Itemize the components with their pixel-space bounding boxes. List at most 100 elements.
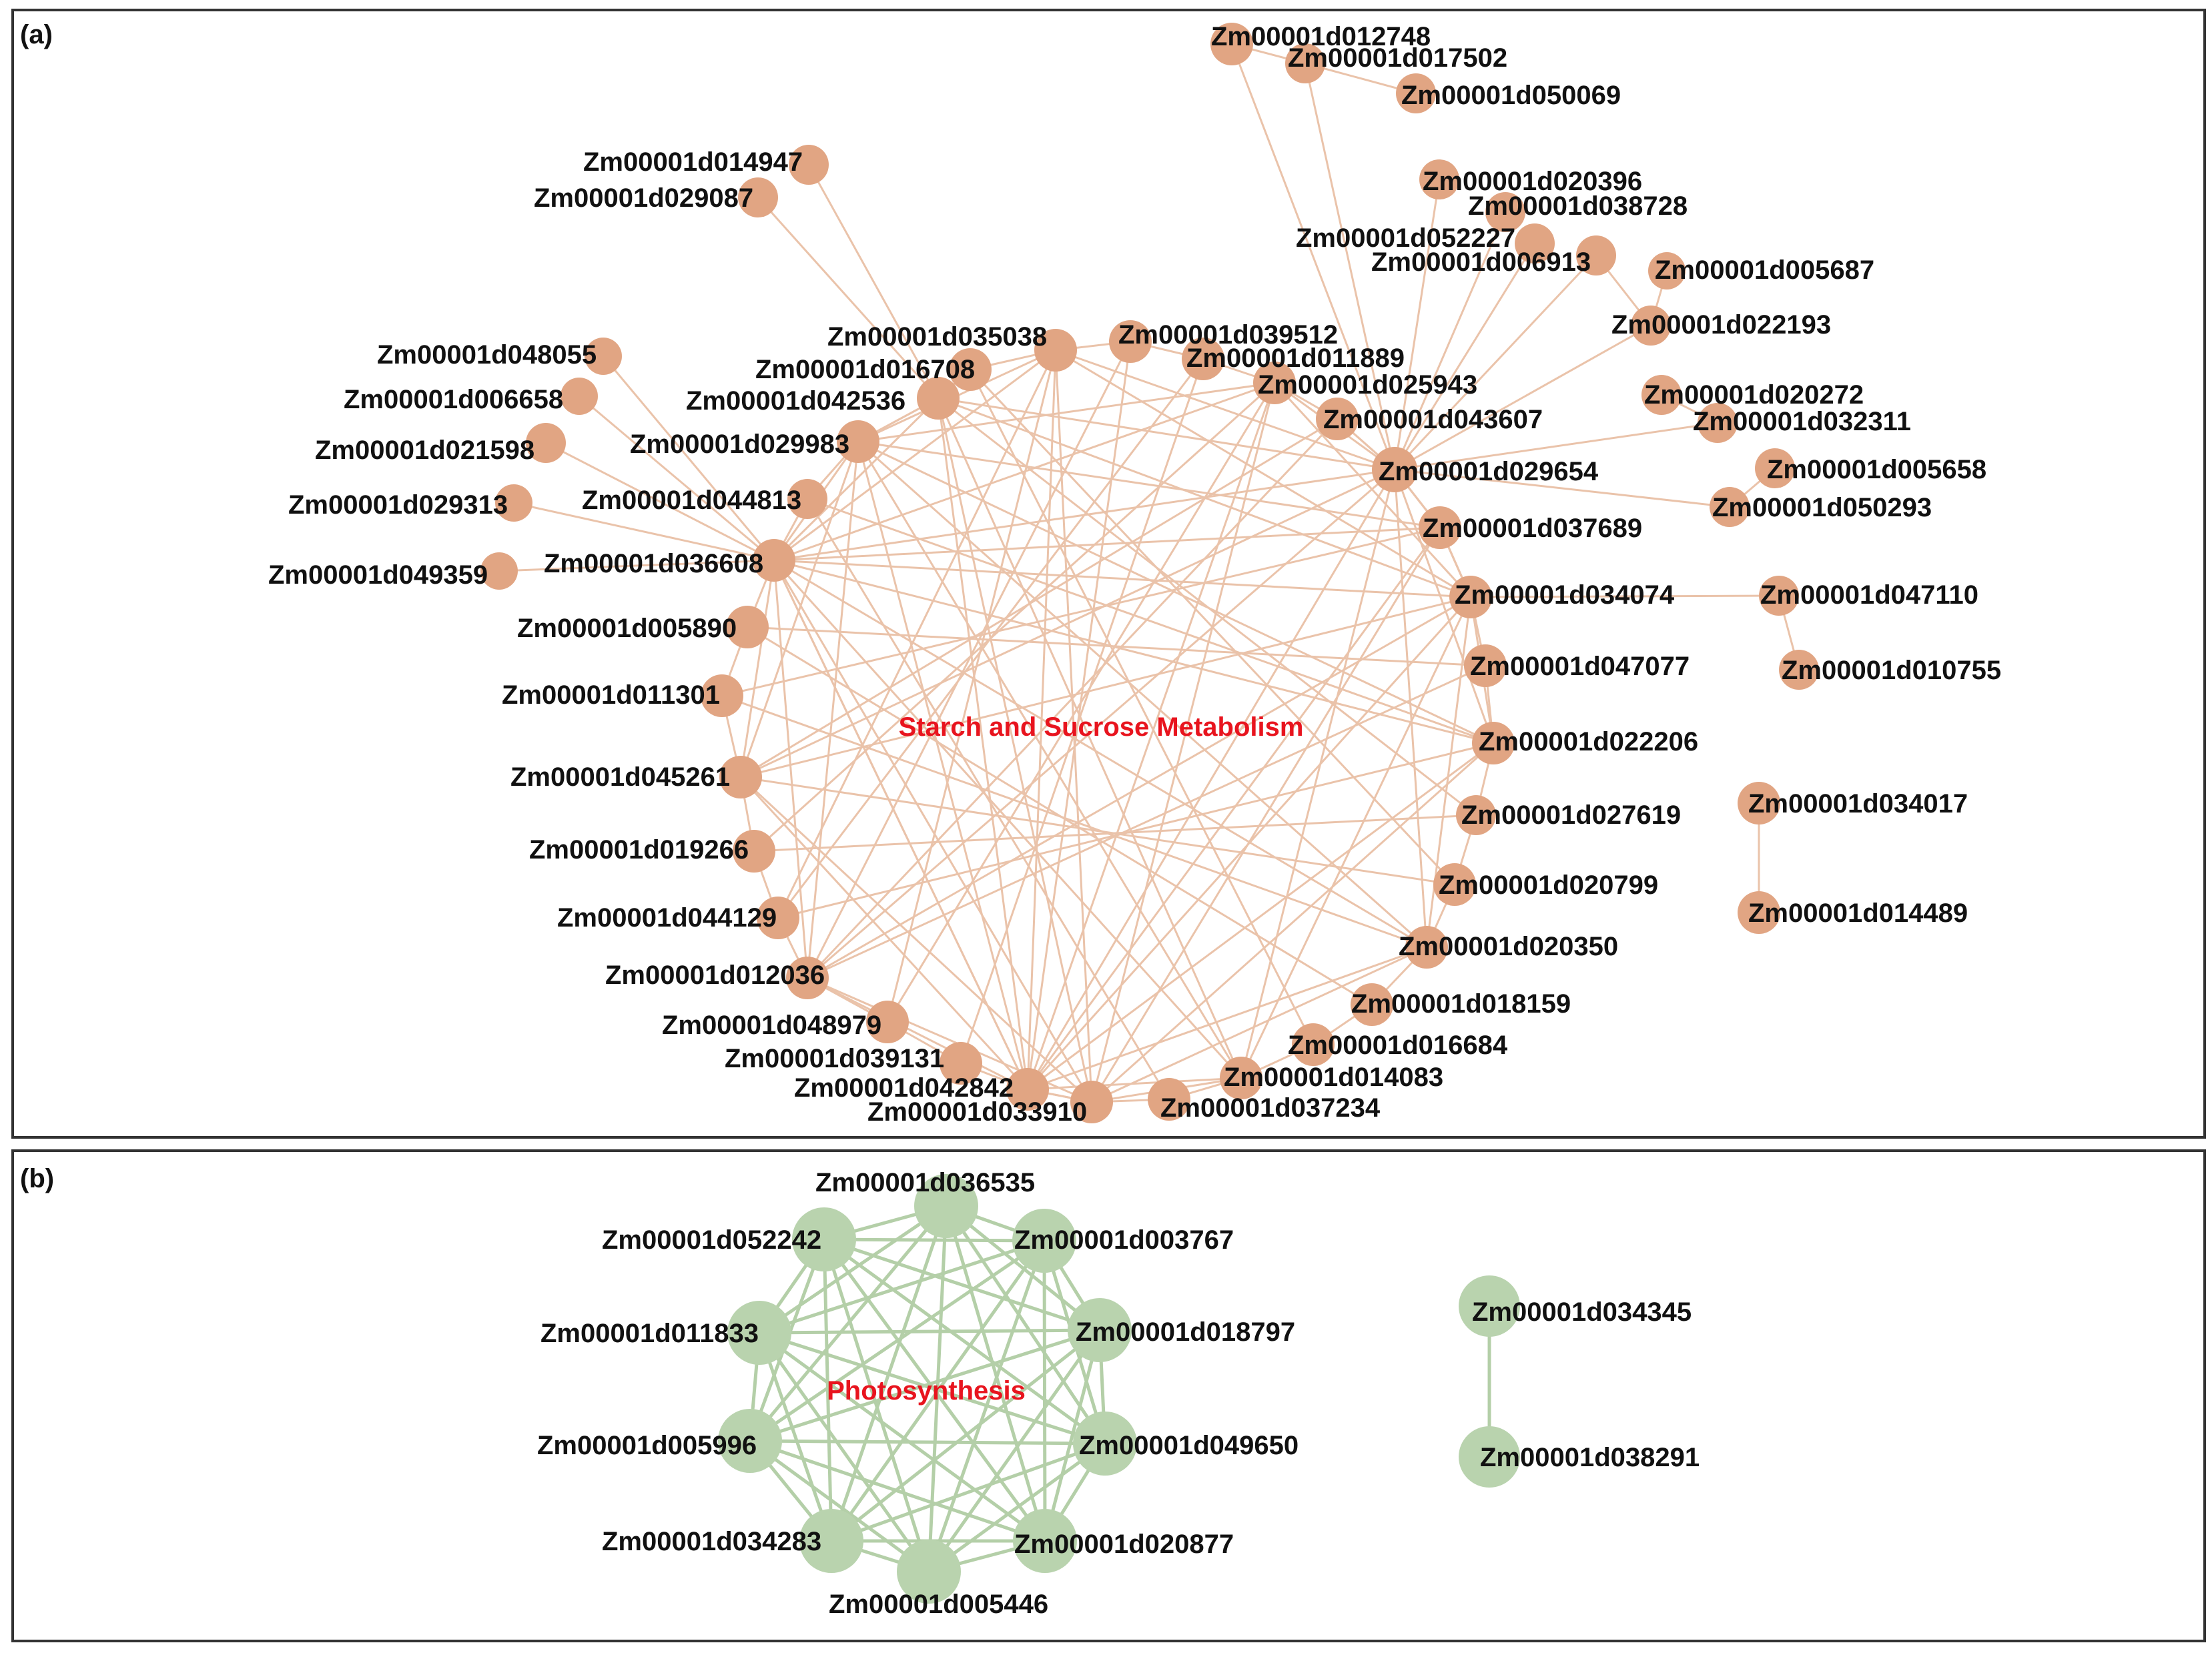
edge <box>1055 349 1471 598</box>
gene-node[interactable] <box>1182 338 1224 380</box>
edge <box>759 1331 1106 1446</box>
edge <box>773 397 940 562</box>
gene-node[interactable] <box>1485 192 1525 232</box>
gene-label: Zm00001d027619 <box>1461 800 1681 830</box>
gene-node[interactable] <box>1351 983 1393 1026</box>
gene-node[interactable] <box>1738 891 1780 934</box>
edge <box>823 1237 1100 1332</box>
gene-node[interactable] <box>1220 1057 1262 1099</box>
gene-label: Zm00001d017502 <box>1288 43 1507 73</box>
gene-node[interactable] <box>585 338 622 375</box>
gene-node[interactable] <box>866 1001 909 1043</box>
gene-node[interactable] <box>1073 1412 1137 1476</box>
gene-node[interactable] <box>1433 863 1476 906</box>
gene-label: Zm00001d011301 <box>502 680 720 710</box>
gene-node[interactable] <box>1641 375 1682 415</box>
gene-node[interactable] <box>949 348 992 391</box>
gene-node[interactable] <box>1210 23 1253 65</box>
gene-node[interactable] <box>1034 329 1077 372</box>
gene-node[interactable] <box>1253 362 1296 404</box>
panel-b-nodes <box>718 1174 1520 1604</box>
edge <box>857 382 1275 443</box>
gene-node[interactable] <box>1405 926 1448 969</box>
gene-node[interactable] <box>718 1409 782 1473</box>
gene-node[interactable] <box>940 1042 982 1085</box>
gene-node[interactable] <box>526 423 566 463</box>
gene-node[interactable] <box>1396 73 1436 113</box>
gene-node[interactable] <box>1755 448 1795 488</box>
gene-node[interactable] <box>719 756 762 798</box>
gene-label: Zm00001d035038 <box>827 322 1047 352</box>
gene-node[interactable] <box>799 1509 863 1573</box>
gene-node[interactable] <box>753 539 795 582</box>
gene-node[interactable] <box>726 606 769 648</box>
gene-node[interactable] <box>1006 1068 1049 1111</box>
gene-node[interactable] <box>789 145 829 185</box>
gene-node[interactable] <box>1316 398 1359 440</box>
gene-node[interactable] <box>1070 1081 1113 1123</box>
gene-node[interactable] <box>561 378 598 415</box>
gene-node[interactable] <box>1109 320 1152 363</box>
gene-node[interactable] <box>837 420 879 463</box>
gene-label: Zm00001d050069 <box>1401 81 1621 110</box>
gene-node[interactable] <box>1456 795 1496 835</box>
gene-node[interactable] <box>1759 576 1799 616</box>
edge <box>807 498 1494 744</box>
edge <box>822 1239 833 1542</box>
gene-label: Zm00001d047077 <box>1470 652 1690 681</box>
gene-label: Zm00001d036608 <box>544 549 763 578</box>
gene-node[interactable] <box>495 484 532 522</box>
gene-node[interactable] <box>897 1540 961 1604</box>
gene-node[interactable] <box>1419 506 1461 549</box>
edge <box>1230 43 1396 470</box>
gene-label: Zm00001d020272 <box>1644 380 1864 410</box>
gene-node[interactable] <box>1285 43 1325 83</box>
gene-node[interactable] <box>1515 223 1555 263</box>
gene-node[interactable] <box>1576 235 1616 276</box>
gene-label: Zm00001d020396 <box>1423 167 1642 196</box>
gene-node[interactable] <box>1710 487 1750 527</box>
gene-label: Zm00001d022193 <box>1611 310 1831 340</box>
gene-node[interactable] <box>480 552 518 590</box>
gene-label: Zm00001d011889 <box>1186 344 1405 373</box>
edge <box>937 398 1093 1103</box>
gene-node[interactable] <box>1449 576 1492 618</box>
gene-node[interactable] <box>1148 1078 1190 1121</box>
gene-node[interactable] <box>727 1301 791 1365</box>
gene-node[interactable] <box>1779 650 1819 690</box>
gene-node[interactable] <box>917 377 960 420</box>
gene-label: Zm00001d045261 <box>510 762 730 792</box>
gene-node[interactable] <box>914 1174 978 1238</box>
gene-node[interactable] <box>1068 1298 1132 1362</box>
gene-node[interactable] <box>792 1207 856 1271</box>
gene-node[interactable] <box>1013 1509 1077 1573</box>
edge <box>757 196 940 400</box>
gene-node[interactable] <box>1648 252 1686 290</box>
gene-node[interactable] <box>1464 644 1507 687</box>
gene-node[interactable] <box>1698 403 1738 443</box>
gene-node[interactable] <box>787 479 827 519</box>
edge <box>758 1331 1046 1543</box>
edge <box>937 398 1029 1090</box>
edge <box>937 398 1242 1079</box>
gene-node[interactable] <box>1012 1209 1076 1273</box>
gene-node[interactable] <box>1459 1426 1520 1488</box>
panel-a-frame <box>11 9 2206 1139</box>
edge <box>1026 350 1057 1090</box>
gene-node[interactable] <box>1631 306 1671 346</box>
edge <box>1304 63 1396 470</box>
gene-node[interactable] <box>701 674 743 717</box>
gene-node[interactable] <box>1292 1023 1335 1066</box>
gene-node[interactable] <box>1419 159 1459 199</box>
gene-node[interactable] <box>738 177 778 217</box>
gene-node[interactable] <box>1738 782 1780 824</box>
gene-node[interactable] <box>1372 447 1417 492</box>
gene-node[interactable] <box>1472 722 1515 764</box>
gene-label: Zm00001d011833 <box>540 1319 759 1348</box>
gene-node[interactable] <box>786 957 829 999</box>
gene-node[interactable] <box>733 830 775 873</box>
gene-node[interactable] <box>1459 1275 1520 1337</box>
gene-node[interactable] <box>757 897 799 939</box>
gene-label: Zm00001d036535 <box>815 1168 1035 1197</box>
gene-label: Zm00001d020350 <box>1399 932 1618 961</box>
